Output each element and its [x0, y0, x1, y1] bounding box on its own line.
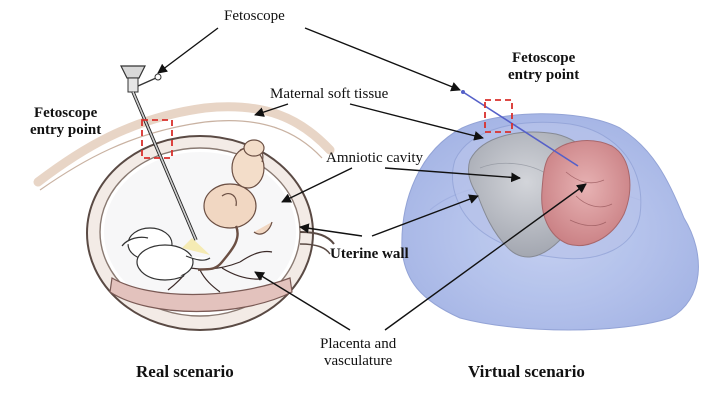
label-placenta-line2: vasculature [323, 353, 393, 370]
label-amniotic-cavity: Amniotic cavity [326, 150, 424, 166]
caption-real-scenario: Real scenario [136, 362, 234, 381]
label-placenta: Placenta and vasculature [320, 336, 396, 371]
label-placenta-line1: Placenta and [320, 336, 397, 352]
maternal-soft-tissue-curve [33, 102, 335, 187]
label-maternal-soft-tissue: Maternal soft tissue [270, 86, 389, 102]
arrow-fetoscope-right [304, 27, 461, 92]
virtual-fetoscope [462, 91, 579, 167]
annotation-arrows [157, 27, 587, 331]
arrow-cavity-right [384, 167, 521, 183]
label-entry-point-virtual: Fetoscope entry point [508, 50, 579, 85]
arrow-placenta-left [254, 271, 351, 331]
label-entry-real-line1: Fetoscope [33, 105, 98, 121]
real-placenta-shape [109, 277, 293, 313]
label-entry-real-line2: entry point [30, 122, 102, 139]
arrow-fetoscope-left [157, 27, 219, 74]
arrow-uterine-left [299, 223, 363, 237]
label-fetoscope: Fetoscope [224, 8, 285, 24]
fetus-upper [203, 139, 273, 235]
label-entry-point-real: Fetoscope entry point [30, 105, 101, 140]
virtual-scenario-model [401, 90, 699, 331]
label-entry-virtual-line2: entry point [508, 67, 580, 84]
arrow-uterine-right [371, 194, 479, 237]
entry-point-marker-real [141, 119, 173, 159]
arrow-tissue-right [349, 103, 484, 141]
arrow-cavity-left [281, 167, 353, 203]
caption-virtual-scenario: Virtual scenario [468, 362, 585, 381]
label-uterine-wall: Uterine wall [330, 246, 409, 262]
real-fetoscope [120, 65, 210, 255]
label-entry-virtual-line1: Fetoscope [511, 50, 576, 66]
arrow-placenta-right [384, 183, 587, 331]
fetus-lower [121, 227, 211, 281]
real-scenario-illustration [33, 65, 335, 331]
entry-point-marker-virtual [484, 99, 513, 133]
arrow-tissue-left [254, 103, 289, 117]
